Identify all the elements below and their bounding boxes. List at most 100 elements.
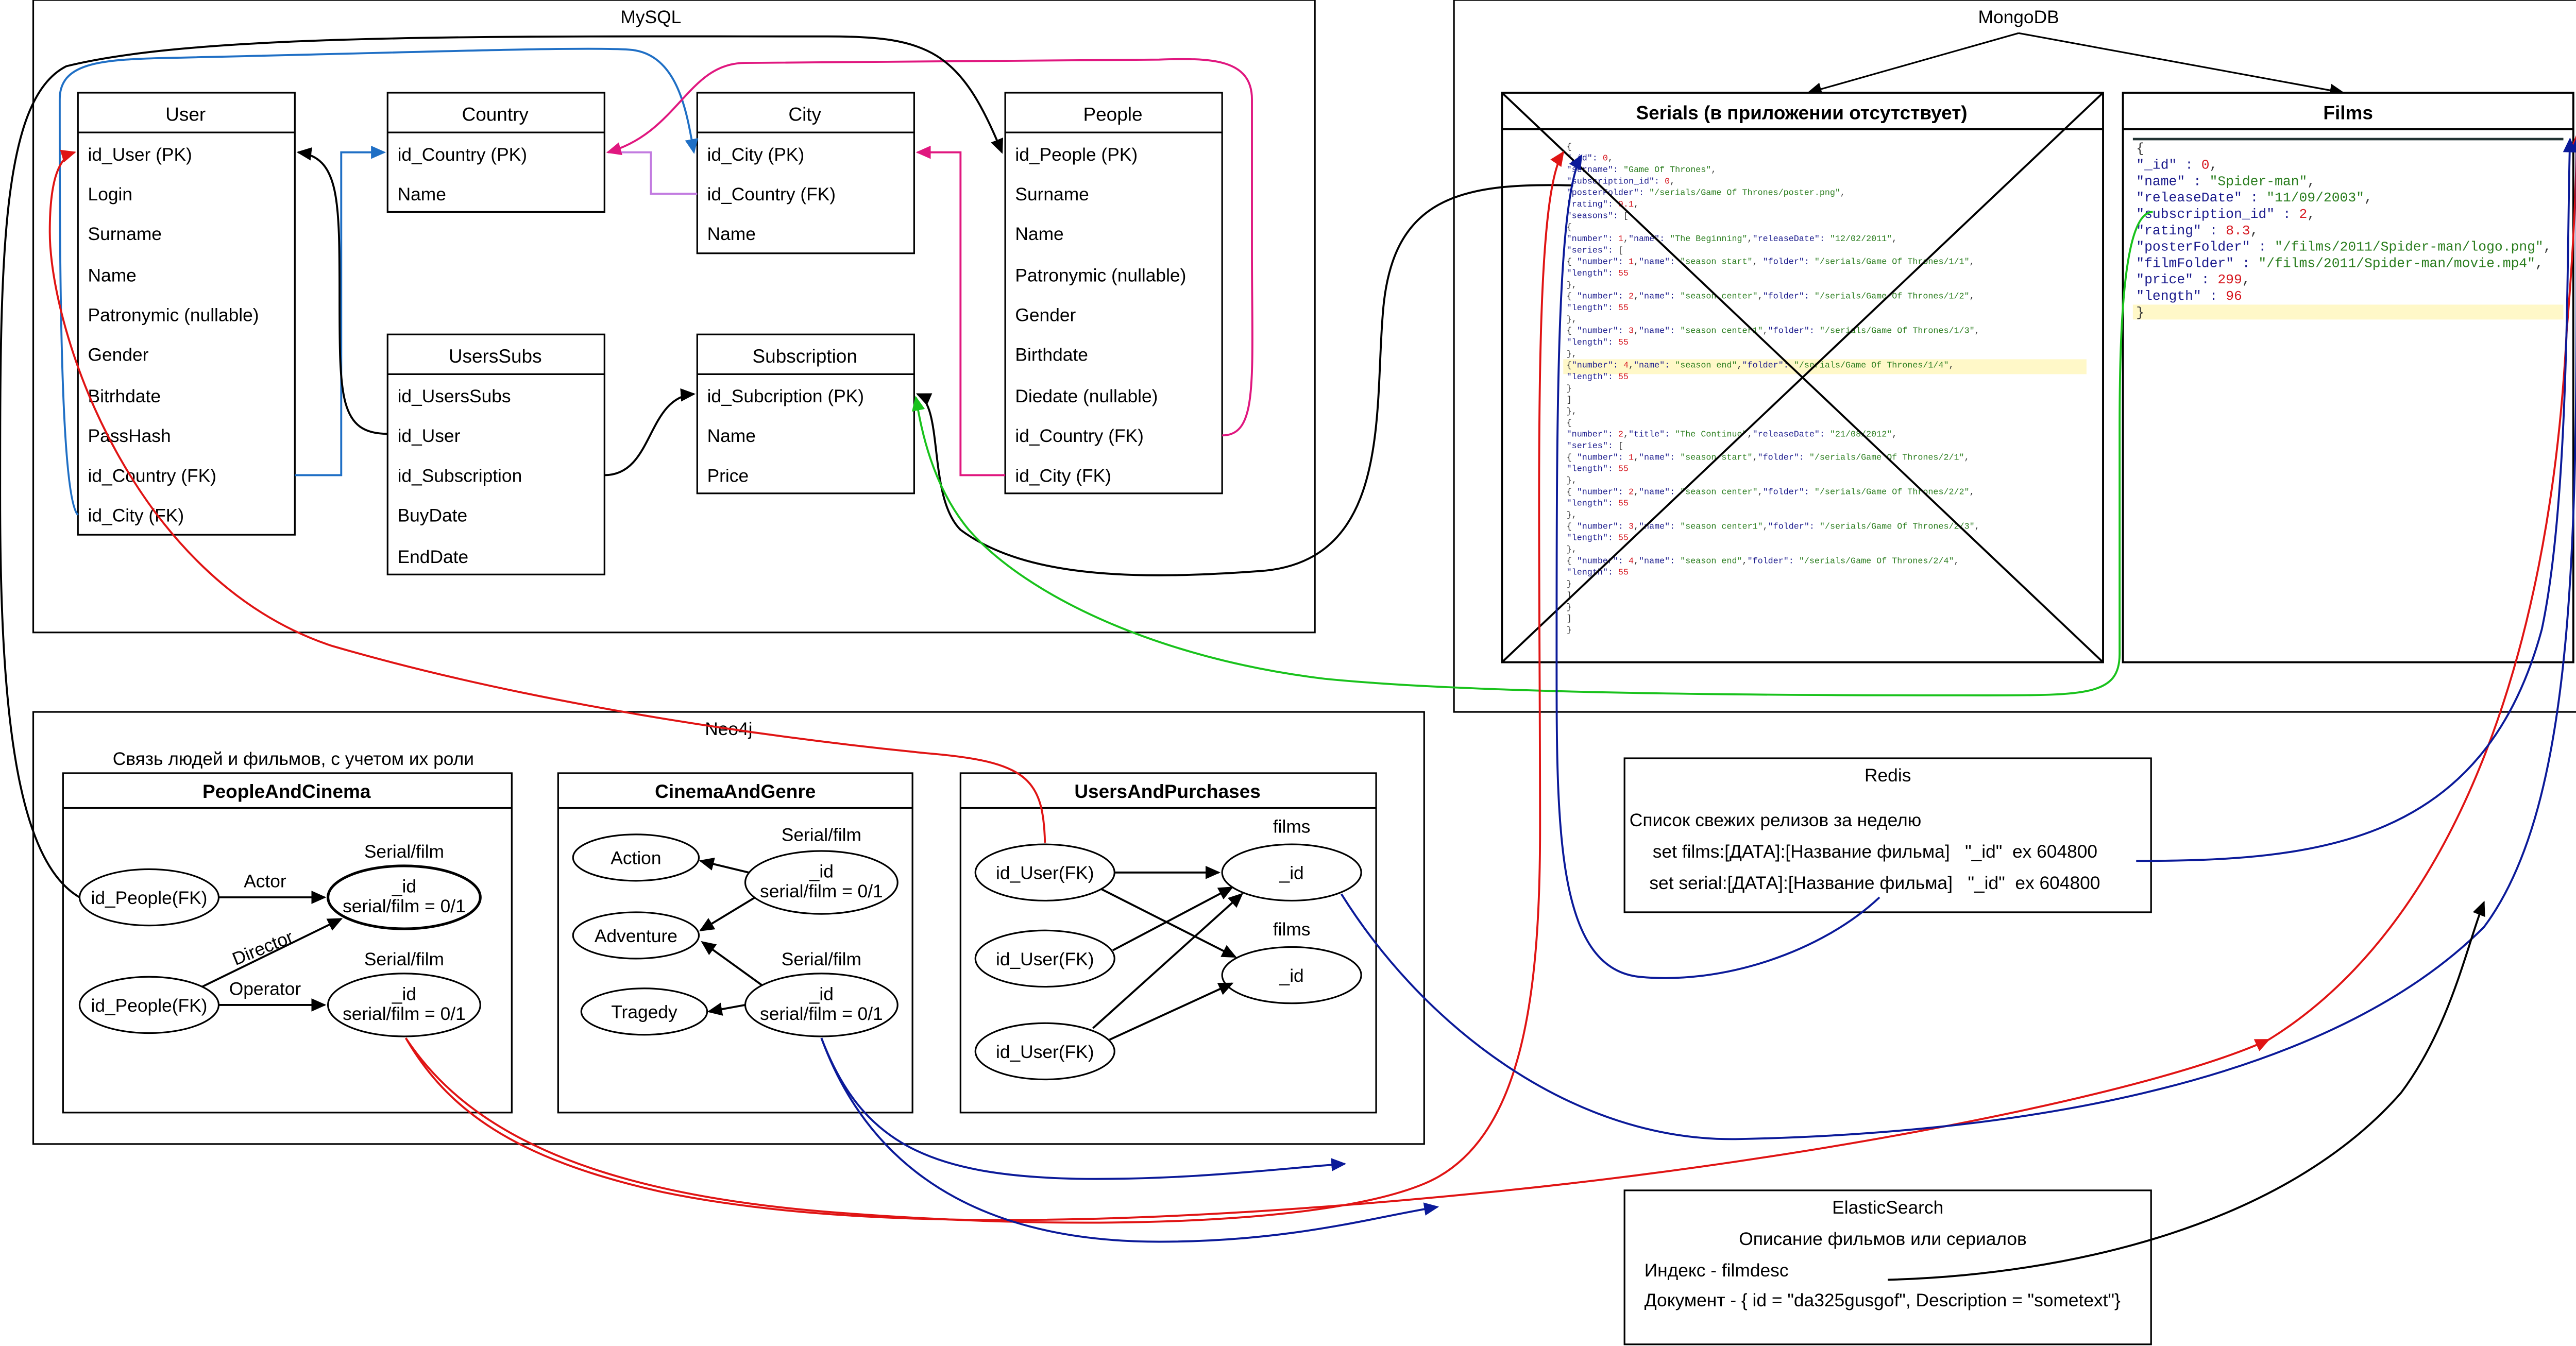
table-field: id_Country (FK): [88, 466, 216, 486]
graph-title: PeopleAndCinema: [202, 781, 371, 802]
json-line: "price" : 299,: [2136, 272, 2250, 287]
json-line: "length": 55: [1567, 499, 1629, 509]
table-field: id_User (PK): [88, 145, 192, 165]
relation-people-country: [606, 58, 1253, 437]
json-line: },: [1567, 510, 1577, 520]
json-line: },: [1567, 315, 1577, 325]
node-film[interactable]: [1221, 843, 1362, 902]
json-line: {: [1567, 142, 1572, 152]
relation-userssubs-user: [296, 147, 388, 435]
node-type-label: Serial/film: [364, 949, 444, 969]
table-title: Subscription: [753, 346, 857, 367]
graph-people-and-cinema[interactable]: PeopleAndCinema id_People(FK) id_People(…: [62, 772, 513, 1114]
graph-title: CinemaAndGenre: [655, 781, 816, 802]
node-film[interactable]: [1221, 946, 1362, 1004]
node-film[interactable]: [744, 850, 899, 915]
collection-films[interactable]: Films { "_id" : 0, "name" : "Spider-man"…: [2122, 92, 2574, 663]
node-genre[interactable]: [572, 833, 700, 882]
table-field: id_People (PK): [1015, 145, 1138, 165]
table-field: id_UsersSubs: [398, 386, 511, 406]
node-label: _id: [1279, 863, 1304, 883]
edge-purchase: [1109, 982, 1234, 1041]
node-label: Action: [611, 848, 661, 868]
json-line: ]: [1567, 396, 1572, 405]
json-line: "series": [: [1567, 441, 1623, 451]
json-line: }: [1567, 580, 1572, 589]
table-country[interactable]: Country id_Country (PK) Name: [386, 92, 605, 213]
collection-serials[interactable]: Serials (в приложении отсутствует) { "_i…: [1501, 92, 2104, 663]
table-field: Gender: [1015, 305, 1076, 326]
table-people[interactable]: People id_People (PK) Surname Name Patro…: [1004, 92, 1223, 495]
redis-caption: Список свежих релизов за неделю: [1630, 810, 1921, 830]
elastic-title: ElasticSearch: [1832, 1198, 1943, 1218]
json-line: "filmFolder" : "/films/2011/Spider-man/m…: [2136, 255, 2543, 271]
table-title: UsersSubs: [449, 346, 542, 367]
edge-director: [201, 918, 343, 988]
node-genre[interactable]: [580, 987, 708, 1036]
connector-films-to-subscription: [911, 211, 2153, 696]
json-line: "_id": 0,: [1567, 154, 1613, 164]
json-line: { "number": 3,"name": "season center1","…: [1567, 522, 1980, 532]
node-user[interactable]: [974, 929, 1115, 988]
json-line: "length": 55: [1567, 338, 1629, 348]
node-line: serial/film = 0/1: [760, 1004, 883, 1024]
json-line: }: [1567, 625, 1572, 635]
node-film[interactable]: [327, 864, 482, 930]
neo4j-group: Neo4j Связь людей и фильмов, с учетом их…: [32, 711, 1425, 1145]
json-line: "length" : 96: [2136, 288, 2242, 304]
edge-film-tragedy: [707, 1002, 745, 1016]
edge-label: Operator: [229, 979, 301, 999]
collection-title: Films: [2323, 102, 2373, 123]
table-subscription[interactable]: Subscription id_Subcription (PK) Name Pr…: [696, 333, 915, 495]
node-user[interactable]: [974, 1022, 1115, 1081]
json-line: "posterFolder" : "/films/2011/Spider-man…: [2136, 240, 2551, 255]
json-line: "subscription_id" : 2,: [2136, 207, 2315, 222]
elasticsearch-box[interactable]: ElasticSearch Описание фильмов или сериа…: [1623, 1189, 2152, 1345]
edge-film-adventure: [701, 941, 762, 986]
table-field: id_Country (FK): [1015, 426, 1143, 446]
json-line: ]: [1567, 614, 1572, 624]
table-field: Price: [707, 466, 749, 486]
redis-box[interactable]: Redis Список свежих релизов за неделю se…: [1623, 757, 2152, 913]
relation-userssubs-subscription: [604, 388, 696, 476]
mongodb-to-serials-arrow: [1806, 32, 2019, 96]
node-type-label: Serial/film: [782, 825, 861, 845]
connector-redis-to-films: [2136, 137, 2576, 862]
connector-purchase-to-films: [1340, 137, 2576, 1140]
table-field: EndDate: [398, 547, 469, 567]
table-field: Bitrhdate: [88, 386, 161, 406]
connector-elastic-to-mongo: [1888, 900, 2485, 1281]
node-type-label: Serial/film: [782, 949, 861, 969]
node-type-label: Serial/film: [364, 842, 444, 862]
graph-cinema-and-genre[interactable]: CinemaAndGenre Action Adventure Tragedy …: [557, 772, 913, 1114]
node-label: id_User(FK): [996, 863, 1094, 883]
neo4j-caption: Связь людей и фильмов, с учетом их роли: [113, 749, 474, 769]
json-line: "series": [: [1567, 246, 1623, 255]
edge-purchase: [1092, 893, 1244, 1029]
table-userssubs[interactable]: UsersSubs id_UsersSubs id_User id_Subscr…: [386, 333, 605, 575]
node-film[interactable]: [327, 973, 481, 1037]
node-label: id_People(FK): [91, 996, 208, 1016]
elastic-document: Документ - { id = "da325gusgof", Descrip…: [1645, 1290, 2121, 1310]
node-genre[interactable]: [572, 911, 700, 960]
films-json: { "_id" : 0, "name" : "Spider-man", "rel…: [2136, 141, 2551, 320]
table-field: PassHash: [88, 426, 171, 446]
table-city[interactable]: City id_City (PK) id_Country (FK) Name: [696, 92, 915, 254]
graph-title: UsersAndPurchases: [1074, 781, 1260, 802]
table-field: Name: [398, 184, 446, 205]
mysql-group: MySQL: [32, 0, 1316, 634]
graph-users-and-purchases[interactable]: UsersAndPurchases id_User(FK) id_User(FK…: [959, 772, 1377, 1114]
table-user[interactable]: User id_User (PK) Login Surname Name Pat…: [77, 92, 296, 536]
highlight-line: [2132, 304, 2564, 320]
edge-film-action: [699, 857, 749, 874]
table-title: Country: [462, 104, 529, 125]
table-field: Patronymic (nullable): [1015, 265, 1186, 285]
edge-label: Actor: [244, 872, 286, 892]
node-label: Adventure: [595, 926, 677, 946]
json-line: },: [1567, 476, 1577, 486]
table-field: Name: [707, 426, 756, 446]
table-field: Diedate (nullable): [1015, 386, 1158, 406]
json-line: "seasons": [: [1567, 211, 1629, 221]
connector-film-node-to-films: [404, 1037, 2270, 1221]
